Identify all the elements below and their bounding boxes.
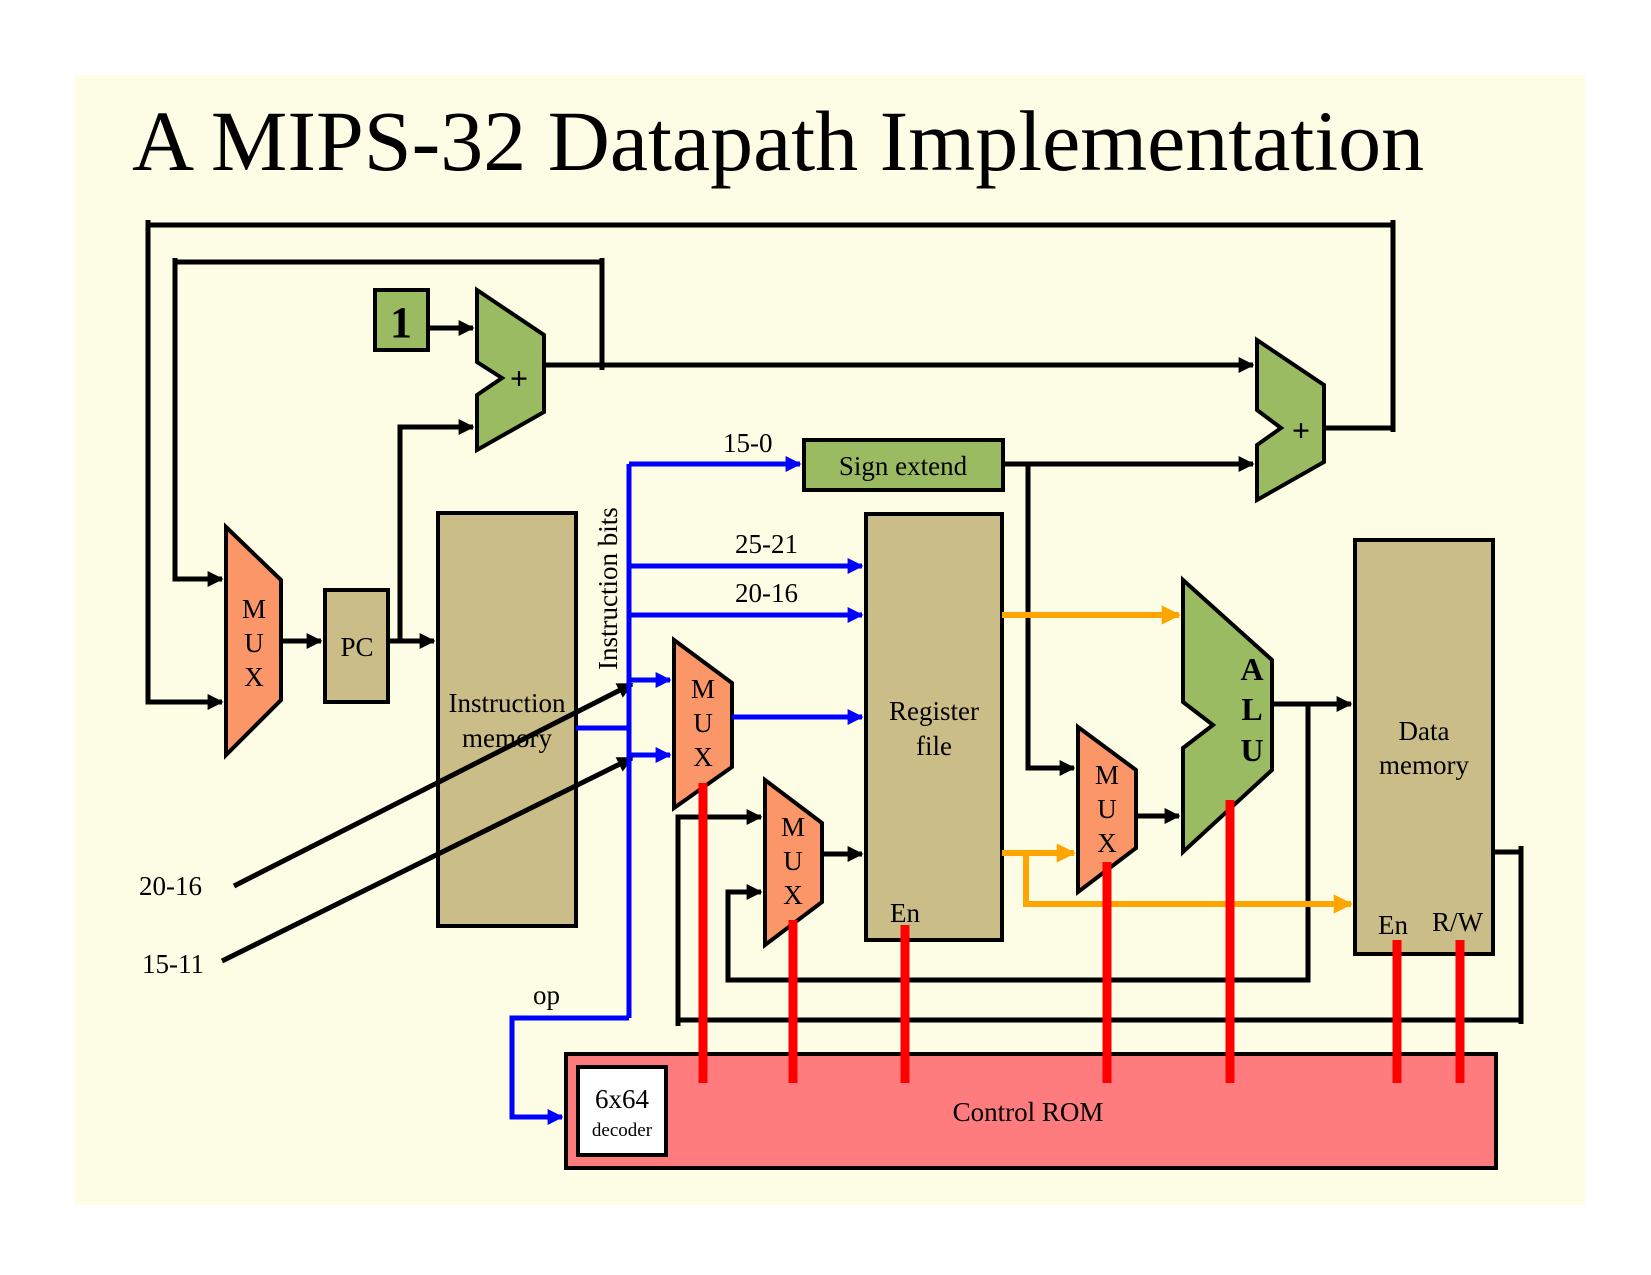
memtoreg-mux-letter-u: U xyxy=(783,846,803,876)
wire-alu-result-feedback xyxy=(725,704,1311,983)
data-memory-label-line2: memory xyxy=(1379,750,1469,780)
wire-branch-to-mux xyxy=(145,222,1396,711)
wire-signext-to-alusrc-mux xyxy=(1025,464,1076,777)
alu-letter-a: A xyxy=(1240,651,1263,687)
branch-target-adder: + xyxy=(1255,336,1326,504)
blue-wires xyxy=(509,455,864,1126)
alusrc-mux-letter-x: X xyxy=(1097,828,1117,858)
label-input-15-11: 15-11 xyxy=(142,949,204,979)
alusrc-mux-letter-m: M xyxy=(1095,760,1119,790)
decoder-block: 6x64 decoder xyxy=(576,1065,668,1157)
pc-source-mux: M U X xyxy=(224,522,283,760)
pc-adder-plus: + xyxy=(510,360,528,396)
register-file-label-line2: file xyxy=(916,731,952,761)
pc-increment-adder: + xyxy=(475,286,546,454)
page-title: A MIPS-32 Datapath Implementation xyxy=(132,93,1424,189)
decoder-label-line2: decoder xyxy=(592,1120,653,1141)
label-bits-20-16: 20-16 xyxy=(735,578,798,608)
pc-mux-letter-m: M xyxy=(242,594,266,624)
label-instruction-bits: Instruction bits xyxy=(593,507,623,670)
constant-one-label: 1 xyxy=(390,298,412,347)
control-rom-label: Control ROM xyxy=(953,1097,1104,1127)
pc-mux-letter-u: U xyxy=(244,628,264,658)
data-memory-block: Data memory En R/W xyxy=(1353,538,1495,956)
data-memory-label-line1: Data xyxy=(1399,716,1450,746)
control-lines xyxy=(698,783,1465,1083)
control-rom-block: Control ROM xyxy=(564,1052,1498,1170)
memtoreg-mux-letter-x: X xyxy=(783,880,803,910)
register-file-enable-label: En xyxy=(890,898,920,928)
write-register-mux: M U X xyxy=(672,636,734,812)
sign-extend-label: Sign extend xyxy=(839,451,968,481)
wire-input-20-16 xyxy=(232,681,634,889)
regdst-mux-letter-x: X xyxy=(693,742,713,772)
wire-input-15-11 xyxy=(220,755,634,964)
sign-extend-block: Sign extend xyxy=(802,438,1005,492)
alu-block: A L U xyxy=(1181,575,1274,857)
pc-mux-letter-x: X xyxy=(244,662,264,692)
wire-dmem-read-feedback xyxy=(675,808,1524,1023)
wire-op-to-decoder xyxy=(509,1015,629,1126)
label-bits-25-21: 25-21 xyxy=(735,529,798,559)
data-memory-enable-label: En xyxy=(1378,910,1408,940)
pc-block: PC xyxy=(323,588,390,704)
label-input-20-16: 20-16 xyxy=(139,871,202,901)
orange-wires xyxy=(1002,605,1353,914)
decoder-label-line1: 6x64 xyxy=(595,1084,650,1114)
wire-pc-to-adder xyxy=(397,418,475,641)
register-file-block: Register file En xyxy=(864,512,1004,942)
memtoreg-mux-letter-m: M xyxy=(781,812,805,842)
pc-label: PC xyxy=(340,632,373,662)
regdst-mux-letter-m: M xyxy=(691,674,715,704)
alu-letter-l: L xyxy=(1241,691,1262,727)
instruction-memory-block: Instruction memory xyxy=(436,511,578,928)
constant-one-block: 1 xyxy=(373,288,430,352)
regdst-mux-letter-u: U xyxy=(693,708,713,738)
write-data-mux: M U X xyxy=(763,775,824,950)
register-file-label-line1: Register xyxy=(889,696,979,726)
instruction-memory-label-line1: Instruction xyxy=(449,688,566,718)
label-bits-15-0: 15-0 xyxy=(723,428,773,458)
alusrc-mux-letter-u: U xyxy=(1097,794,1117,824)
alu-letter-u: U xyxy=(1240,732,1263,768)
alu-source-mux: M U X xyxy=(1076,723,1138,897)
black-wires xyxy=(145,220,1524,1026)
label-op: op xyxy=(533,980,560,1010)
branch-adder-plus: + xyxy=(1292,412,1310,448)
data-memory-rw-label: R/W xyxy=(1432,907,1484,937)
wire-regfile-read2-to-dmem xyxy=(1023,853,1353,914)
